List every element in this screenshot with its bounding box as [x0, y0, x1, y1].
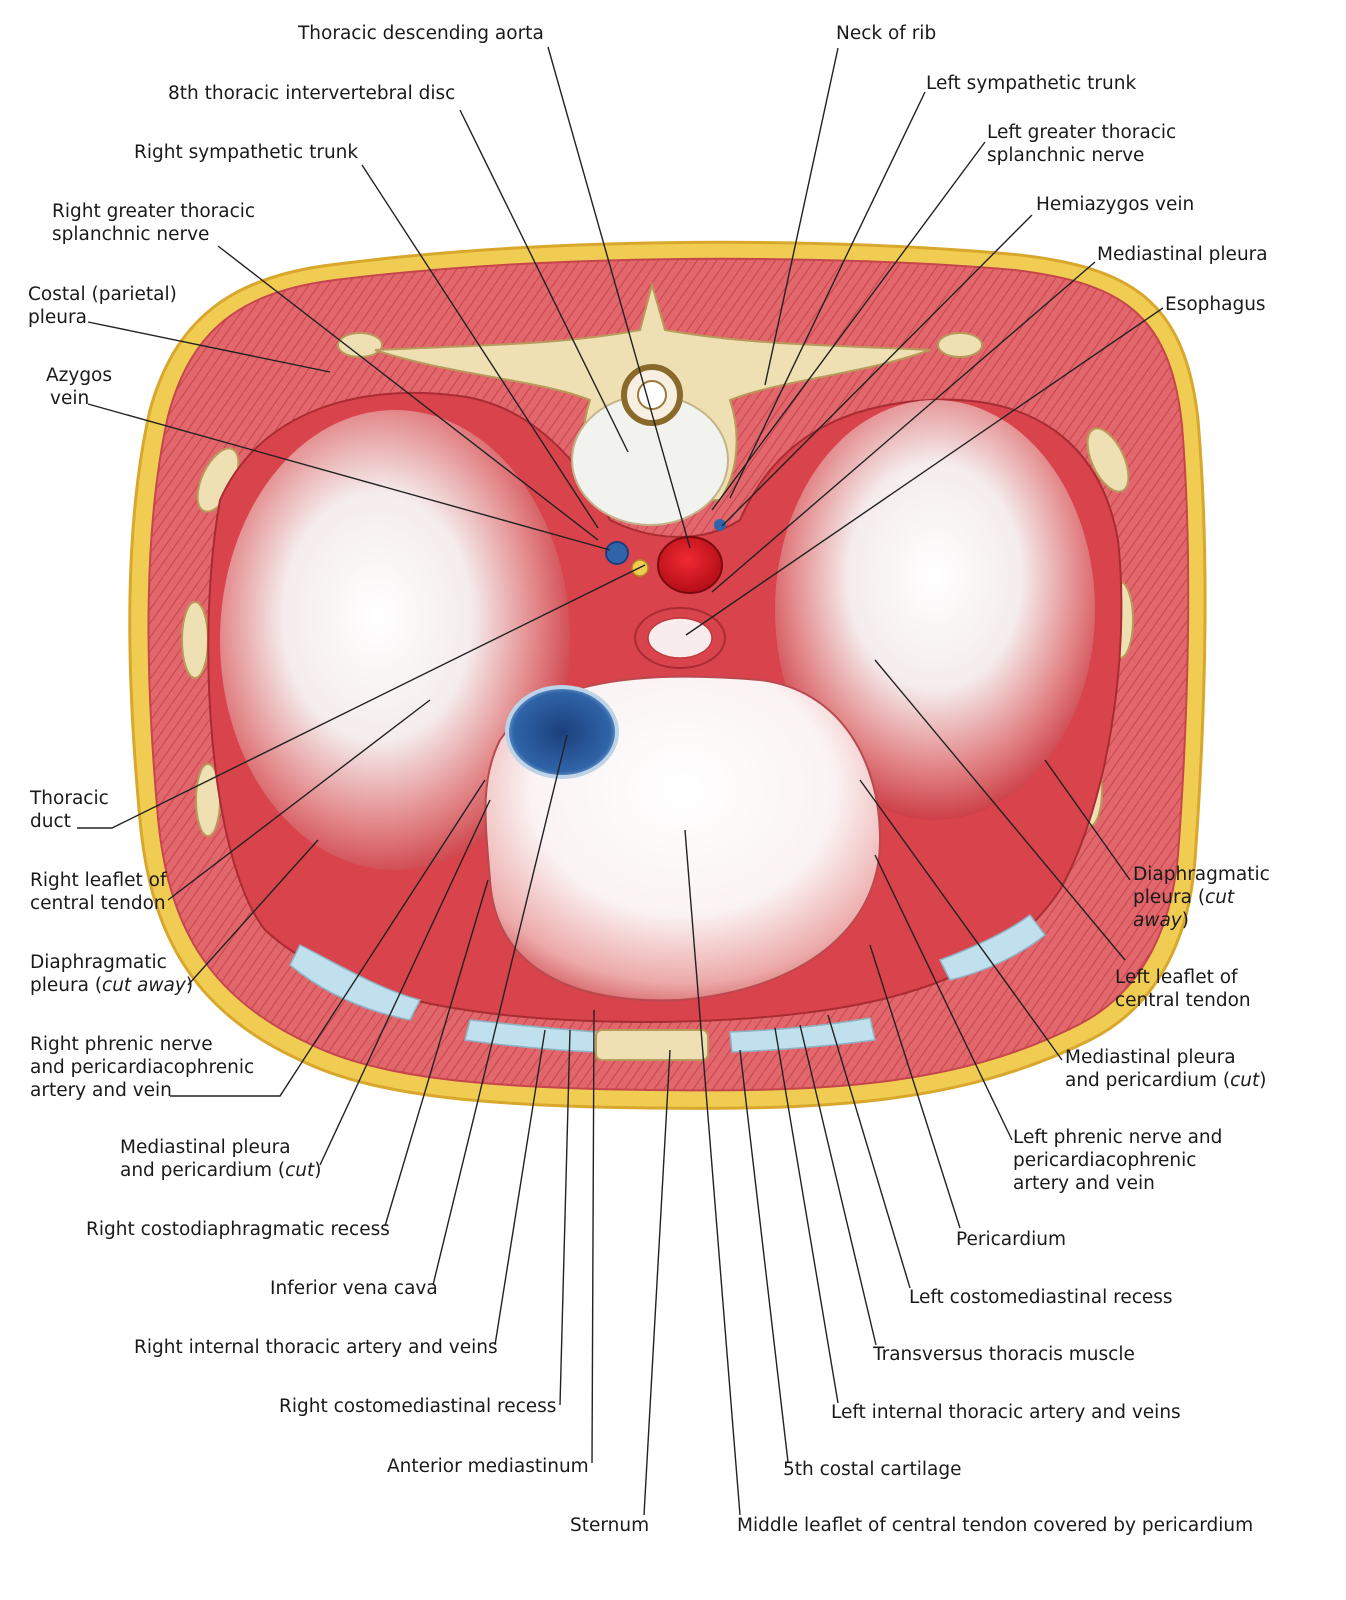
- leader-line: [319, 799, 491, 1166]
- leader-line: [711, 141, 986, 511]
- recess: [938, 913, 1047, 981]
- leader-line: [721, 214, 1033, 527]
- leader-line: [874, 854, 1013, 1141]
- label-anterior-mediastinum: Anterior mediastinum: [387, 1456, 589, 1477]
- label-hemiazygos-vein: Hemiazygos vein: [1036, 194, 1195, 215]
- leader-line: [729, 91, 926, 499]
- rib: [937, 332, 983, 358]
- spinal-canal: [637, 380, 667, 410]
- label-mediastinal-pleura: Mediastinal pleura: [1097, 244, 1268, 265]
- leader-line: [547, 46, 691, 549]
- leader-line: [774, 1027, 839, 1404]
- label-right-costomediastinal-recess: Right costomediastinal recess: [279, 1396, 557, 1417]
- leader-line: [739, 1049, 789, 1463]
- leader-line: [384, 879, 489, 1227]
- label-right-sympathetic-trunk: Right sympathetic trunk: [134, 142, 359, 163]
- leader-line: [217, 245, 599, 541]
- label-middle-leaflet: Middle leaflet of central tendon covered…: [737, 1515, 1254, 1536]
- leader-line: [711, 261, 1096, 593]
- rib: [181, 601, 209, 679]
- label-sternum: Sternum: [570, 1515, 650, 1536]
- label-transversus-thoracis: Transversus thoracis muscle: [873, 1344, 1135, 1365]
- leader-line: [859, 779, 1063, 1061]
- label-costal-pleura: Costal (parietal)pleura: [28, 284, 177, 328]
- label-left-internal-thoracic: Left internal thoracic artery and veins: [831, 1402, 1181, 1423]
- leader-line: [799, 1024, 877, 1346]
- label-8th-thoracic-disc: 8th thoracic intervertebral disc: [168, 83, 456, 104]
- leader-lines: [77, 46, 1164, 1516]
- sternum-shape: [595, 1029, 709, 1061]
- label-diaphragmatic-pleura-right: Diaphragmatic pleura (cut away): [30, 952, 194, 996]
- aorta-shape: [657, 536, 723, 594]
- leader-line: [494, 1029, 546, 1346]
- azygos-vein-shape: [605, 541, 629, 565]
- leader-line: [77, 564, 646, 829]
- leader-line: [87, 321, 331, 373]
- leader-line: [432, 734, 568, 1286]
- leader-line: [361, 164, 599, 529]
- label-mediastinal-pleura-pericardium-left: Mediastinal pleura and pericardium (cut): [120, 1137, 322, 1181]
- leader-line: [167, 699, 431, 901]
- label-pericardium: Pericardium: [956, 1229, 1067, 1250]
- label-right-internal-thoracic: Right internal thoracic artery and veins: [134, 1337, 498, 1358]
- leader-line: [827, 1014, 911, 1289]
- label-left-sympathetic-trunk: Left sympathetic trunk: [926, 73, 1137, 94]
- rib: [1086, 427, 1130, 493]
- leader-line: [764, 47, 839, 386]
- inferior-vena-cava-shape: [505, 685, 619, 779]
- right-dome: [220, 410, 570, 870]
- label-esophagus: Esophagus: [1165, 294, 1266, 315]
- leader-line: [869, 944, 961, 1229]
- left-dome: [775, 400, 1095, 820]
- leader-line: [685, 307, 1164, 636]
- leader-line: [1044, 759, 1131, 881]
- label-diaphragmatic-pleura-left: Diaphragmatic pleura (cut away): [1133, 864, 1270, 931]
- leader-line: [874, 659, 1126, 961]
- leader-line: [170, 779, 486, 1097]
- leader-line: [87, 403, 611, 551]
- label-mediastinal-pleura-pericardium-right: Mediastinal pleura and pericardium (cut): [1065, 1047, 1267, 1091]
- recess: [289, 943, 422, 1021]
- vertebra: [374, 281, 931, 526]
- label-left-costomediastinal-recess: Left costomediastinal recess: [909, 1287, 1173, 1308]
- leader-line: [643, 1049, 671, 1516]
- label-thoracic-descending-aorta: Thoracic descending aorta: [298, 23, 544, 44]
- label-neck-of-rib: Neck of rib: [836, 23, 937, 44]
- label-right-costodiaphragmatic-recess: Right costodiaphragmatic recess: [86, 1219, 390, 1240]
- rib: [337, 332, 383, 358]
- label-inferior-vena-cava: Inferior vena cava: [270, 1278, 438, 1299]
- leader-line: [559, 1029, 571, 1406]
- leader-line: [459, 109, 629, 453]
- hemiazygos-vein-shape: [714, 519, 726, 531]
- leader-line: [187, 839, 319, 986]
- leader-line: [591, 1009, 595, 1464]
- label-5th-costal-cartilage: 5th costal cartilage: [783, 1459, 962, 1480]
- leader-line: [684, 829, 741, 1516]
